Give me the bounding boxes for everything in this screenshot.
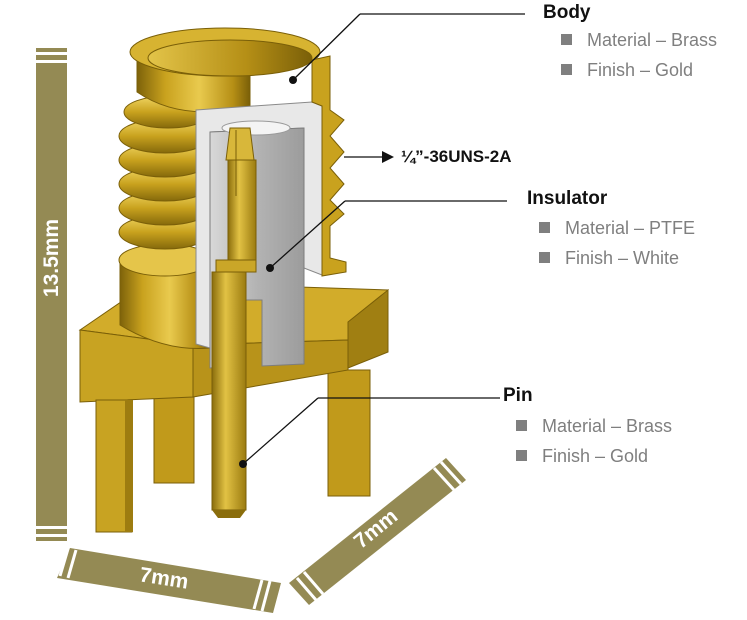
thread-spec-label: ¼”-36UNS-2A [401,147,512,166]
bullet-icon [539,252,550,263]
pin-finish-text: Finish – Gold [542,446,649,466]
body-right-wall [311,55,347,277]
body-finish: Finish – Gold [561,60,693,81]
body-title: Body [543,2,591,23]
bullet-icon [516,420,527,431]
body-material: Material – Brass [561,30,717,51]
rear-leg [327,369,371,497]
body-finish-text: Finish – Gold [587,60,694,80]
insulator-title: Insulator [527,188,608,209]
bullet-icon [516,450,527,461]
front-leg [125,400,133,532]
leader-lines [239,13,525,468]
pin-material-text: Material – Brass [542,416,673,436]
pin-material: Material – Brass [516,416,672,437]
body-material-text: Material – Brass [587,30,718,50]
width-dimension-bar [57,548,281,613]
rear-leg [153,392,195,484]
pin-finish: Finish – Gold [516,446,648,467]
insulator-finish: Finish – White [539,248,679,269]
pin-illustration [211,127,257,518]
insulator-material: Material – PTFE [539,218,695,239]
bullet-icon [561,64,572,75]
height-dimension-bar [36,48,67,541]
connector-illustration [78,27,390,533]
height-dimension-label: 13.5mm [40,219,63,297]
insulator-material-text: Material – PTFE [565,218,696,238]
pin-title: Pin [503,385,533,406]
insulator-finish-text: Finish – White [565,248,680,268]
bullet-icon [539,222,550,233]
bullet-icon [561,34,572,45]
depth-dimension-bar [289,458,466,605]
